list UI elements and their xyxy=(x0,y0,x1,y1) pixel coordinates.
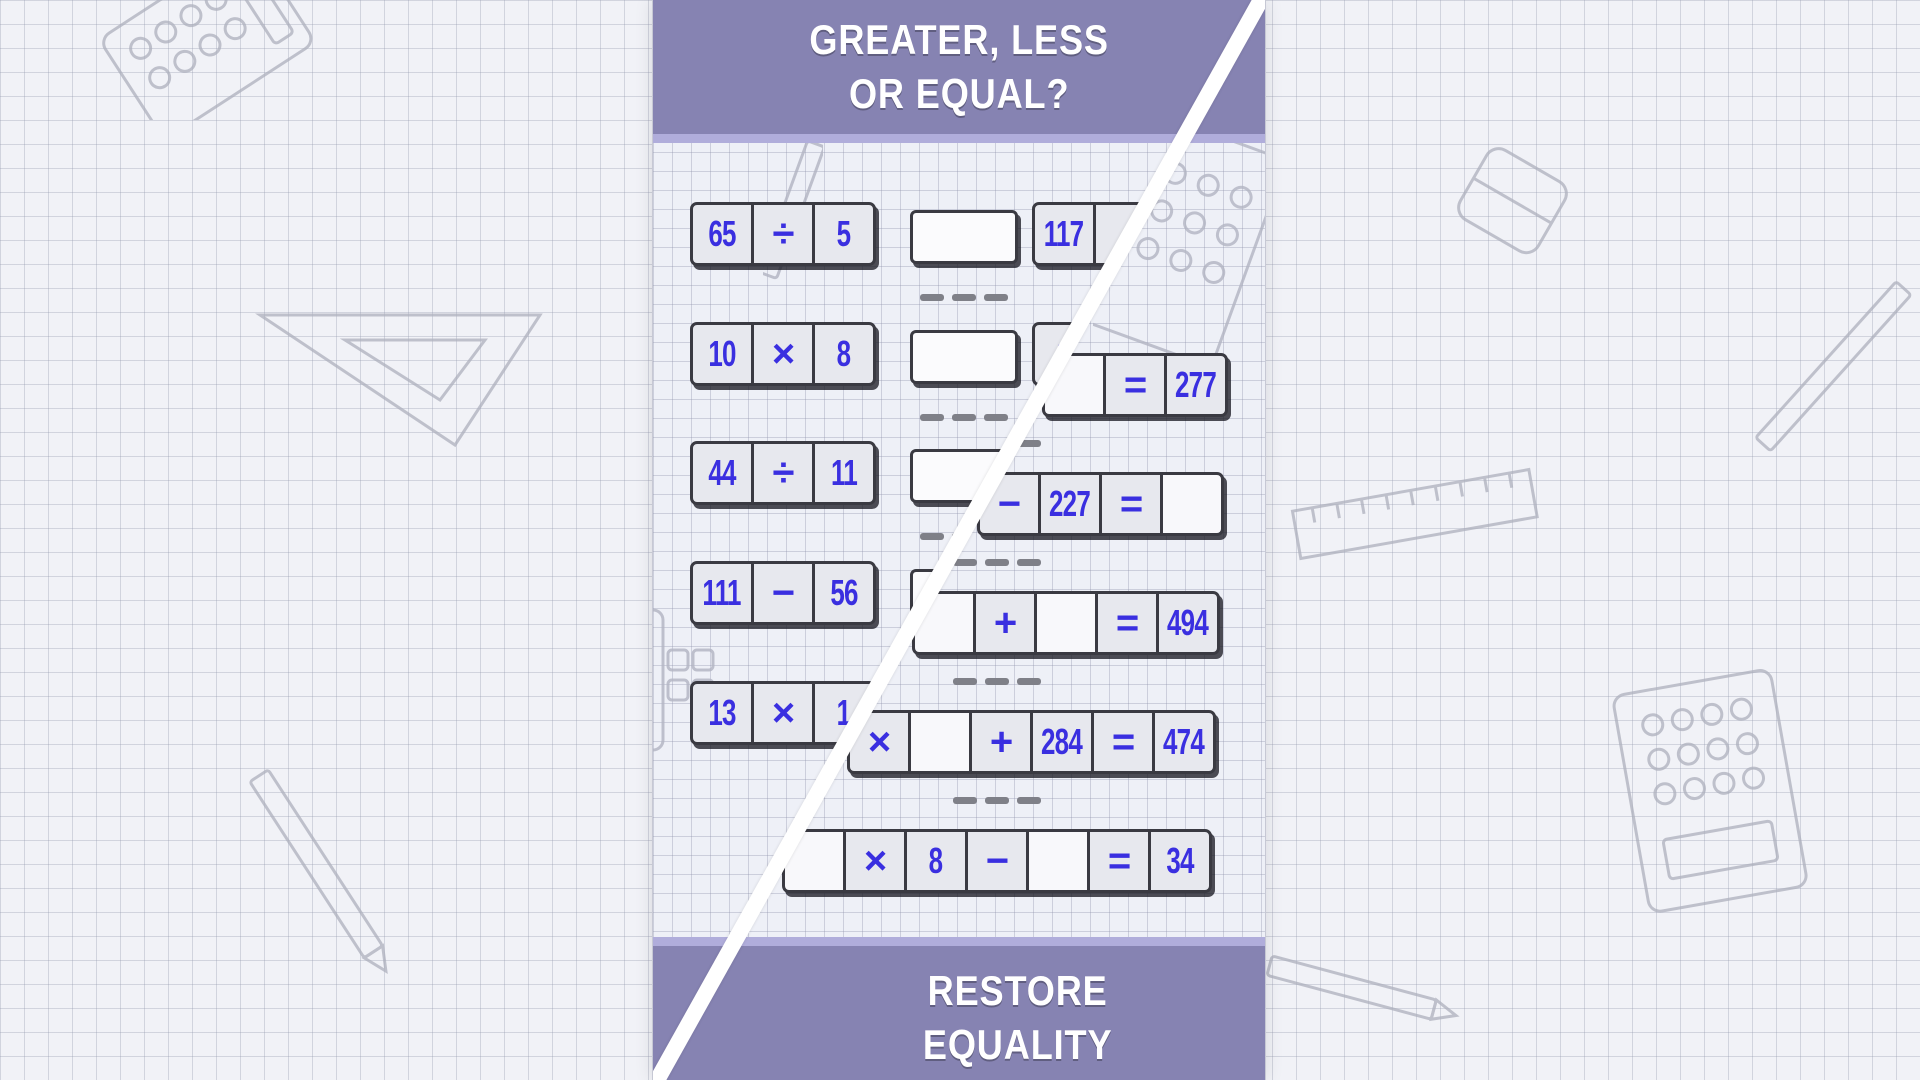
expression-row: 10 × 8 xyxy=(690,322,876,386)
equation-row: × 8 − = 34 xyxy=(782,829,1212,893)
separator-dashes xyxy=(953,559,1041,566)
empty-tile-slot[interactable] xyxy=(1034,591,1098,655)
pencil-doodle-icon xyxy=(1755,281,1912,452)
operator-tile: × xyxy=(751,322,815,386)
number-tile: 65 xyxy=(690,202,754,266)
number-tile: 11 xyxy=(812,441,876,505)
triangle-ruler-doodle-icon xyxy=(255,313,543,448)
number-tile: 494 xyxy=(1156,591,1220,655)
equation-row: − 227 = xyxy=(977,472,1224,536)
separator-dashes xyxy=(920,294,1008,301)
header-title-line2: OR EQUAL? xyxy=(848,70,1070,117)
separator-dashes xyxy=(953,797,1041,804)
number-tile: 277 xyxy=(1164,353,1228,417)
equals-tile: = xyxy=(1091,710,1155,774)
expression-row: 65 ÷ 5 xyxy=(690,202,876,266)
expression-row: 44 ÷ 11 xyxy=(690,441,876,505)
number-tile: 13 xyxy=(690,681,754,745)
footer-banner: RESTORE EQUALITY xyxy=(653,937,1265,1080)
empty-tile-slot[interactable] xyxy=(1026,829,1090,893)
equals-tile: = xyxy=(1103,353,1167,417)
empty-tile-slot[interactable] xyxy=(1160,472,1224,536)
operator-tile: × xyxy=(843,829,907,893)
operator-tile: × xyxy=(751,681,815,745)
operator-tile: ÷ xyxy=(751,441,815,505)
equation-row: × + 284 = 474 xyxy=(847,710,1216,774)
empty-tile-slot[interactable] xyxy=(908,710,972,774)
pencil-doodle-icon xyxy=(1266,955,1460,1022)
calculator-doodle-icon xyxy=(1612,669,1808,913)
number-tile: 56 xyxy=(812,561,876,625)
operator-tile: − xyxy=(965,829,1029,893)
pencil-doodle-icon xyxy=(249,769,388,975)
expression-row: 111 − 56 xyxy=(690,561,876,625)
equation-row: + = 494 xyxy=(912,591,1220,655)
footer-title-line1: RESTORE xyxy=(927,966,1108,1014)
calculator-doodle-icon xyxy=(102,0,313,120)
comparison-answer-slot[interactable] xyxy=(910,330,1018,384)
number-tile: 10 xyxy=(690,322,754,386)
comparison-answer-slot[interactable] xyxy=(910,210,1018,264)
equation-row: = 277 xyxy=(1042,353,1228,417)
separator-dashes xyxy=(953,678,1041,685)
ruler-doodle-icon xyxy=(1290,467,1539,561)
equals-tile: = xyxy=(1099,472,1163,536)
operator-tile: + xyxy=(969,710,1033,774)
number-tile: 5 xyxy=(812,202,876,266)
separator-dashes xyxy=(920,414,1008,421)
operator-tile: − xyxy=(751,561,815,625)
operator-tile: ÷ xyxy=(751,202,815,266)
equals-tile: = xyxy=(1087,829,1151,893)
footer-title-line2: EQUALITY xyxy=(922,1020,1113,1068)
number-tile: 8 xyxy=(904,829,968,893)
number-tile: 474 xyxy=(1152,710,1216,774)
header-banner: GREATER, LESS OR EQUAL? xyxy=(653,0,1265,143)
number-tile: 44 xyxy=(690,441,754,505)
operator-tile: + xyxy=(973,591,1037,655)
number-tile: 8 xyxy=(812,322,876,386)
equals-tile: = xyxy=(1095,591,1159,655)
number-tile: 227 xyxy=(1038,472,1102,536)
expression-row: 13 × 1 xyxy=(690,681,876,745)
number-tile: 117 xyxy=(1032,202,1096,266)
number-tile: 284 xyxy=(1030,710,1094,774)
eraser-doodle-icon xyxy=(1457,147,1568,255)
header-title-line1: GREATER, LESS xyxy=(809,16,1109,63)
number-tile: 111 xyxy=(690,561,754,625)
number-tile: 34 xyxy=(1148,829,1212,893)
game-screen: GREATER, LESS OR EQUAL? 65 ÷ 5 117 10 × … xyxy=(653,0,1265,1080)
